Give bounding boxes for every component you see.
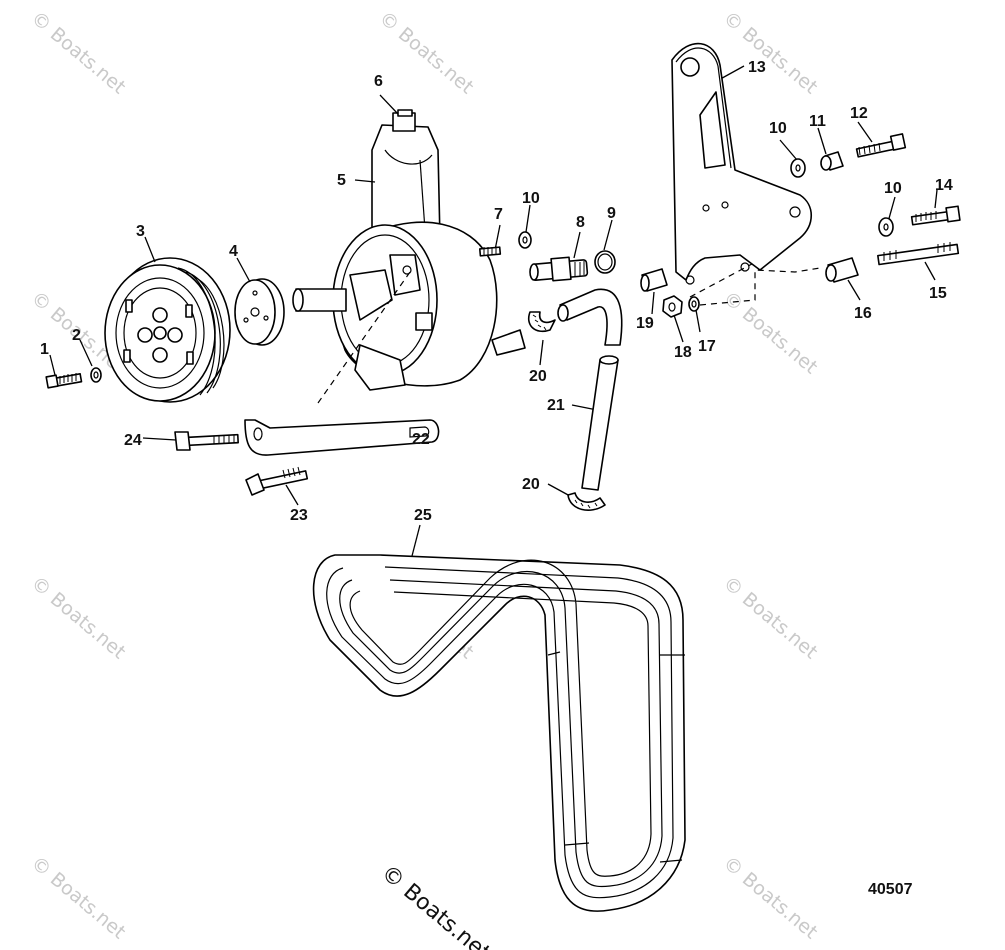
callout-17: 17 (698, 338, 716, 355)
callout-13: 13 (748, 59, 766, 76)
callout-22: 22 (412, 431, 430, 448)
watermark: © Boats.net (719, 852, 822, 943)
hose-clamp-20b (567, 492, 606, 511)
callout-12: 12 (850, 105, 868, 122)
hose-clamp-20a (528, 311, 556, 332)
callout-10c: 10 (884, 180, 902, 197)
washer-2 (90, 367, 102, 383)
watermark: © Boats.net (27, 852, 130, 943)
watermark: © Boats.net (27, 572, 130, 663)
callout-24: 24 (124, 432, 142, 449)
washer-10b (790, 158, 806, 178)
hose-elbow (557, 288, 623, 346)
nut-18 (662, 295, 683, 318)
spacer-16 (825, 257, 859, 283)
callout-19: 19 (636, 315, 654, 332)
callout-21: 21 (547, 397, 565, 414)
callout-16: 16 (854, 305, 872, 322)
diagram-id: 40507 (868, 881, 913, 898)
callout-labels: 1 2 3 4 5 6 7 8 9 10 10 10 11 12 13 14 1… (40, 59, 953, 524)
callout-8: 8 (576, 214, 585, 231)
callout-14: 14 (935, 177, 953, 194)
callout-20a: 20 (529, 368, 547, 385)
hub (234, 278, 285, 346)
bolt-14 (910, 205, 961, 226)
washer-10c (878, 217, 894, 237)
callout-1: 1 (40, 341, 49, 358)
mounting-bracket (671, 42, 813, 285)
stud-7 (478, 246, 502, 257)
callout-23: 23 (290, 507, 308, 524)
pulley (104, 257, 231, 403)
callout-3: 3 (136, 223, 145, 240)
spacer-19 (640, 268, 668, 292)
spacer-11 (820, 151, 844, 171)
bolt-small (45, 373, 83, 389)
watermark: © Boats.net (719, 572, 822, 663)
callout-6: 6 (374, 73, 383, 90)
callout-11: 11 (809, 113, 826, 130)
callout-25: 25 (414, 507, 432, 524)
watermark: © Boats.net (375, 7, 478, 98)
stud-15 (877, 242, 960, 266)
watermark: © Boats.net (27, 7, 130, 98)
watermark-main: © Boats.net (376, 860, 495, 950)
power-steering-pump (292, 109, 526, 391)
fitting-8 (529, 256, 589, 282)
brace-22 (244, 419, 440, 456)
callout-10b: 10 (769, 120, 787, 137)
hose-21 (581, 355, 619, 491)
callout-18: 18 (674, 344, 692, 361)
watermark: © Boats.net (719, 287, 822, 378)
watermark: © Boats.net (719, 7, 822, 98)
callout-9: 9 (607, 205, 616, 222)
drive-belt (312, 554, 686, 912)
bolt-12 (855, 133, 907, 158)
washer-17 (688, 296, 700, 312)
bolt-24 (174, 431, 239, 451)
callout-20b: 20 (522, 476, 540, 493)
callout-4: 4 (229, 243, 238, 260)
callout-10a: 10 (522, 190, 540, 207)
washer-10a (518, 231, 532, 249)
callout-5: 5 (337, 172, 346, 189)
o-ring-9 (594, 250, 616, 274)
callout-2: 2 (72, 327, 81, 344)
bolt-23 (245, 466, 309, 496)
callout-15: 15 (929, 285, 947, 302)
callout-7: 7 (494, 206, 503, 223)
